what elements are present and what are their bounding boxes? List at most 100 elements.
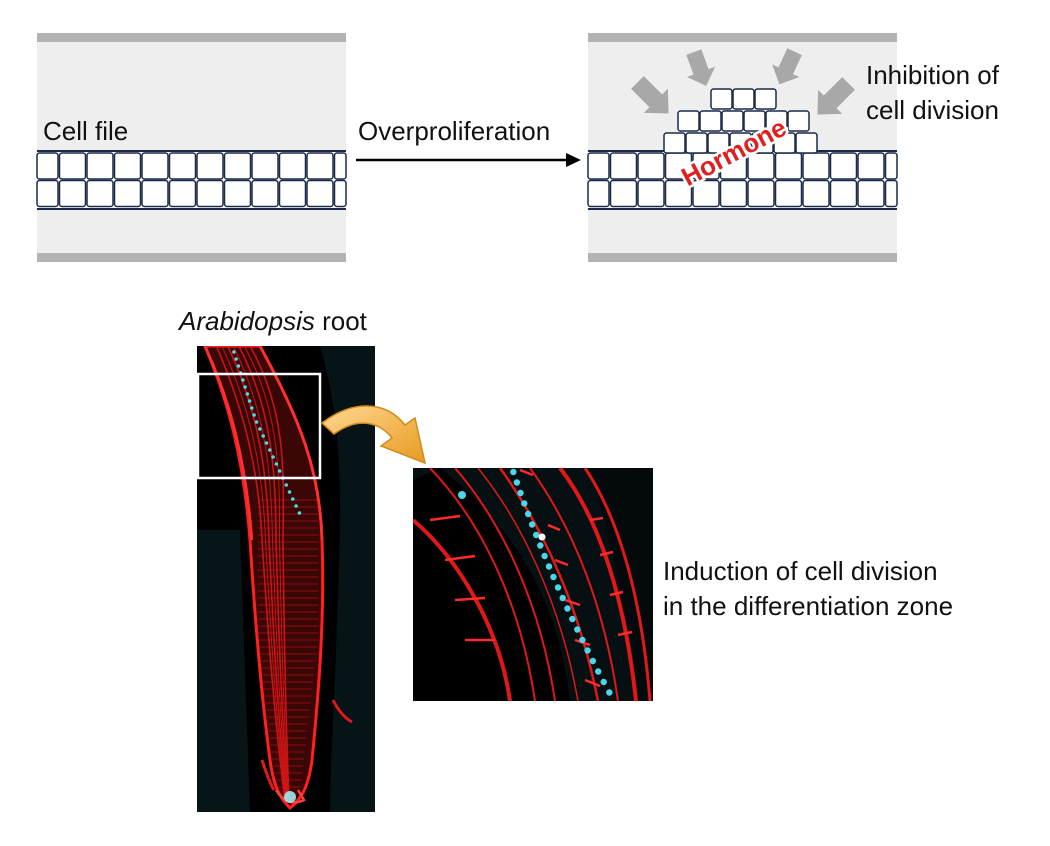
cell	[168, 179, 197, 208]
cell	[251, 179, 279, 208]
cyan-nucleus	[574, 626, 581, 633]
bottom-bar	[37, 253, 346, 262]
cyan-nucleus	[606, 689, 613, 696]
root-title-suffix: root	[314, 306, 367, 336]
cell	[677, 110, 700, 132]
cyan-nucleus	[564, 605, 571, 612]
cell	[36, 179, 59, 208]
grey-arrow-icon	[631, 76, 669, 114]
cyan-nucleus	[541, 552, 548, 560]
cell	[754, 88, 777, 110]
cell	[729, 132, 752, 154]
inhibition-label-line1: Inhibition of	[866, 60, 999, 90]
cell	[710, 88, 733, 110]
cell	[747, 179, 775, 208]
top-bar	[588, 33, 897, 42]
cyan-nucleus	[545, 563, 553, 570]
cell	[721, 110, 744, 132]
cyan-nucleus	[537, 542, 544, 549]
cell	[86, 179, 114, 208]
cyan-nucleus	[550, 573, 557, 581]
cyan-nucleus	[528, 521, 536, 528]
cyan-nucleus	[243, 385, 247, 389]
inhibition-label-line2: cell division	[866, 95, 999, 125]
cyan-nucleus	[291, 497, 295, 501]
left-cell-file-panel	[36, 33, 347, 262]
cyan-nucleus	[524, 510, 532, 518]
cell	[113, 152, 142, 180]
cell	[857, 152, 885, 180]
cyan-nucleus	[277, 469, 282, 473]
cyan-nucleus	[294, 504, 298, 508]
cell	[751, 132, 774, 154]
cell	[664, 179, 693, 208]
root-title-species: Arabidopsis	[179, 306, 315, 336]
cell	[637, 152, 665, 180]
cell	[857, 179, 885, 208]
cell	[196, 152, 224, 180]
induction-label-line2: in the differentiation zone	[663, 591, 954, 621]
cyan-nucleus	[236, 364, 241, 368]
cyan-nucleus	[579, 636, 586, 644]
arabidopsis-root-image	[196, 346, 375, 812]
cell	[58, 179, 87, 208]
cell	[774, 179, 803, 208]
cell	[278, 152, 307, 180]
cell	[306, 179, 334, 208]
top-bar	[37, 33, 346, 42]
zoom-selection-box	[196, 372, 322, 480]
cell	[223, 179, 252, 208]
cyan-nucleus	[595, 668, 602, 675]
cyan-nucleus	[521, 500, 528, 507]
cyan-nucleus	[234, 357, 238, 361]
induction-label-line1: Induction of cell division	[663, 556, 938, 586]
bright-nucleus	[538, 533, 546, 541]
grey-arrow-icon	[817, 77, 855, 115]
cell	[141, 179, 169, 208]
cell	[692, 179, 720, 208]
cell	[884, 179, 898, 208]
cyan-nucleus	[510, 468, 517, 476]
cell	[774, 152, 803, 180]
cyan-nucleus	[232, 350, 236, 354]
cell	[223, 152, 252, 180]
cyan-nucleus	[517, 489, 524, 497]
inhibition-label: Inhibition of cell division	[866, 58, 999, 128]
cell	[251, 152, 279, 180]
cyan-nucleus	[250, 406, 254, 410]
cell	[637, 179, 665, 208]
cyan-nucleus	[267, 448, 272, 452]
cell	[884, 152, 898, 180]
cell	[333, 152, 347, 180]
cyan-nucleus	[254, 420, 259, 424]
cyan-nucleus	[600, 678, 607, 686]
orange-curved-arrow-icon	[320, 405, 427, 465]
cyan-nucleus	[247, 399, 252, 403]
grey-arrow-icon	[686, 49, 716, 86]
cell	[609, 179, 638, 208]
grey-arrow-icon	[772, 48, 802, 85]
cyan-nucleus	[532, 531, 540, 539]
cyan-nucleus	[569, 615, 576, 623]
cyan-nucleus	[261, 434, 266, 438]
cell	[795, 132, 818, 154]
right-cell-file-panel: Hormone	[587, 33, 898, 262]
cell	[196, 179, 224, 208]
root-title: Arabidopsis root	[179, 306, 367, 337]
cyan-nucleus	[297, 511, 302, 515]
cell	[587, 179, 610, 208]
cyan-nucleus	[589, 657, 597, 665]
cell	[141, 152, 169, 180]
cyan-nucleus	[252, 413, 256, 417]
cyan-nucleus	[258, 427, 262, 431]
cell	[829, 179, 858, 208]
cell	[278, 179, 307, 208]
cell	[787, 110, 810, 132]
cell	[699, 110, 722, 132]
cell	[707, 132, 730, 154]
cell	[732, 88, 755, 110]
induction-label: Induction of cell division in the differ…	[663, 554, 953, 624]
cell	[663, 132, 686, 154]
cyan-nucleus	[241, 378, 245, 382]
